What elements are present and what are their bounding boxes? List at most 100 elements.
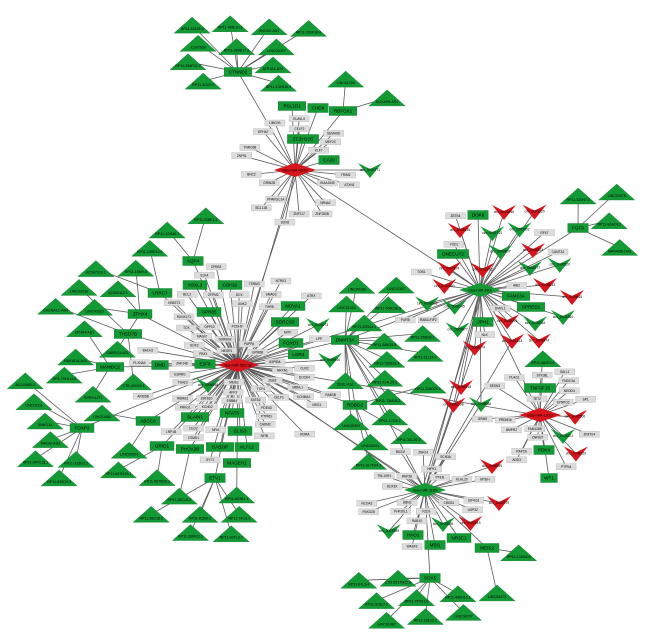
lncrna-triangle bbox=[74, 385, 112, 403]
mrna-box bbox=[232, 300, 253, 307]
lncrna-triangle bbox=[257, 38, 295, 56]
mrna-box bbox=[183, 434, 204, 441]
mrna-label: ESRRG bbox=[174, 373, 186, 377]
edge bbox=[344, 289, 481, 341]
circrna-chevron bbox=[358, 163, 382, 178]
mrna-box bbox=[396, 499, 418, 506]
mrna-label: ZNF704 bbox=[583, 432, 595, 436]
edge bbox=[460, 289, 481, 388]
lncrna-triangle bbox=[250, 18, 288, 35]
gene-label: HAO1 bbox=[407, 533, 420, 538]
lncrna-triangle bbox=[212, 525, 250, 542]
mrna-box bbox=[506, 282, 527, 289]
mrna-node: CADM2 bbox=[255, 421, 276, 428]
edge bbox=[294, 169, 300, 215]
mrna-label: DPP10 bbox=[204, 325, 214, 329]
edge bbox=[539, 380, 570, 416]
lncrna-node: RP11-667M19.1 bbox=[99, 461, 137, 479]
mrna-node: ZNF24 bbox=[412, 449, 434, 456]
lncrna-node: RP11-364P22.2 bbox=[169, 53, 207, 70]
mrna-node: SEMA6D bbox=[323, 130, 344, 137]
lncrna-triangle bbox=[218, 486, 256, 504]
mirna-diamond bbox=[217, 358, 259, 372]
gene-label: MAGEH1 bbox=[227, 461, 247, 466]
mrna-box bbox=[270, 277, 292, 285]
mrna-label: STK38L bbox=[537, 373, 549, 377]
lncrna-label: LINC01307 bbox=[387, 287, 405, 291]
circrna-node: circ_0000745 bbox=[442, 299, 467, 315]
lncrna-node: RP11-159D12.2 bbox=[131, 239, 169, 257]
mrna-box bbox=[196, 403, 218, 410]
mrna-node: EPHA7 bbox=[253, 128, 274, 135]
mrna-node: USP32 bbox=[462, 506, 483, 513]
circrna-chevron bbox=[469, 397, 493, 412]
mrna-node: SYNPO2 bbox=[552, 399, 574, 406]
mrna-node: DDX3X bbox=[382, 483, 403, 490]
mrna-box bbox=[239, 144, 261, 151]
lncrna-label: LINC01482 bbox=[93, 415, 111, 419]
gene-node: DNMT3A bbox=[330, 335, 360, 345]
edge bbox=[479, 251, 559, 291]
gene-node: KLF12 bbox=[234, 442, 260, 452]
edge bbox=[215, 364, 239, 430]
circrna-node: circ_0006633 bbox=[533, 278, 557, 293]
mrna-node: THRB bbox=[259, 303, 280, 310]
gene-node: MAGEH1 bbox=[222, 458, 252, 468]
gene-label: ONECUT2 bbox=[442, 252, 464, 257]
gene-label: KLF12 bbox=[240, 445, 254, 450]
edge bbox=[237, 364, 280, 398]
mrna-box bbox=[555, 463, 577, 470]
mrna-node: ZNF91 bbox=[231, 152, 252, 159]
lncrna-node: ZFHX4-AS1 bbox=[65, 320, 104, 337]
mrna-box bbox=[259, 179, 280, 187]
lncrna-node: RP4-791K14.2 bbox=[45, 366, 83, 384]
mrna-node: TBL1XR1 bbox=[374, 472, 395, 479]
lncrna-node: RP11-757G1.5 bbox=[397, 589, 436, 606]
lncrna-label: FAM181A-AS1 bbox=[64, 359, 88, 363]
mrna-box bbox=[214, 336, 236, 343]
lncrna-triangle bbox=[138, 469, 176, 486]
mrna-label: BNC2 bbox=[247, 173, 256, 177]
gene-label: NR3C1 bbox=[451, 536, 467, 541]
mrna-box bbox=[412, 449, 434, 456]
lncrna-label: RP11-347C18.1 bbox=[23, 461, 49, 465]
lncrna-node: RP11-132N15.3 bbox=[259, 74, 298, 92]
gene-box bbox=[182, 280, 208, 290]
mrna-label: RAB10 bbox=[412, 519, 422, 523]
lncrna-node: RP11-230F18.4 bbox=[289, 20, 328, 37]
mirna-diamond bbox=[519, 408, 561, 422]
mrna-box bbox=[308, 146, 329, 154]
gene-box bbox=[567, 223, 589, 233]
gene-box bbox=[524, 383, 556, 393]
gene-label: PHOX2B bbox=[181, 447, 200, 452]
circrna-chevron bbox=[563, 446, 588, 462]
lncrna-triangle bbox=[559, 187, 597, 205]
lncrna-node: ATP1A1-AS1 bbox=[254, 56, 292, 74]
mrna-label: KCND2 bbox=[202, 405, 213, 409]
mrna-label: MEIS1 bbox=[229, 380, 239, 384]
gene-label: DOK6 bbox=[472, 213, 485, 218]
lncrna-triangle bbox=[148, 221, 186, 239]
mrna-node: MITF bbox=[277, 329, 298, 336]
circrna-chevron bbox=[533, 278, 557, 293]
lncrna-label: RP11-582E3.6 bbox=[531, 361, 554, 365]
edge bbox=[424, 340, 513, 491]
mrna-node: ELK4 bbox=[194, 271, 215, 279]
edge bbox=[237, 324, 319, 366]
lncrna-triangle bbox=[368, 612, 406, 629]
mrna-label: TOX bbox=[183, 326, 190, 330]
lncrna-label: RP11-230F18.4 bbox=[296, 30, 321, 34]
lncrna-triangle bbox=[327, 295, 366, 313]
mrna-node: NLK bbox=[474, 331, 495, 338]
nodes-layer: TRIM2KIAA1549NR4A2ZNF280BZNF217SOX6PPARG… bbox=[6, 15, 639, 629]
gene-box bbox=[472, 317, 494, 327]
lncrna-triangle bbox=[478, 584, 516, 602]
gene-box bbox=[182, 256, 204, 266]
mrna-box bbox=[183, 424, 204, 432]
lncrna-label: RP11-159D12.2 bbox=[137, 250, 163, 254]
gene-label: AQP4 bbox=[187, 259, 200, 264]
edge bbox=[424, 489, 431, 579]
circrna-label: circ_0006948 bbox=[198, 383, 218, 387]
mrna-label: PBX1 bbox=[199, 352, 207, 356]
lncrna-node: LINC00189 bbox=[338, 277, 376, 294]
